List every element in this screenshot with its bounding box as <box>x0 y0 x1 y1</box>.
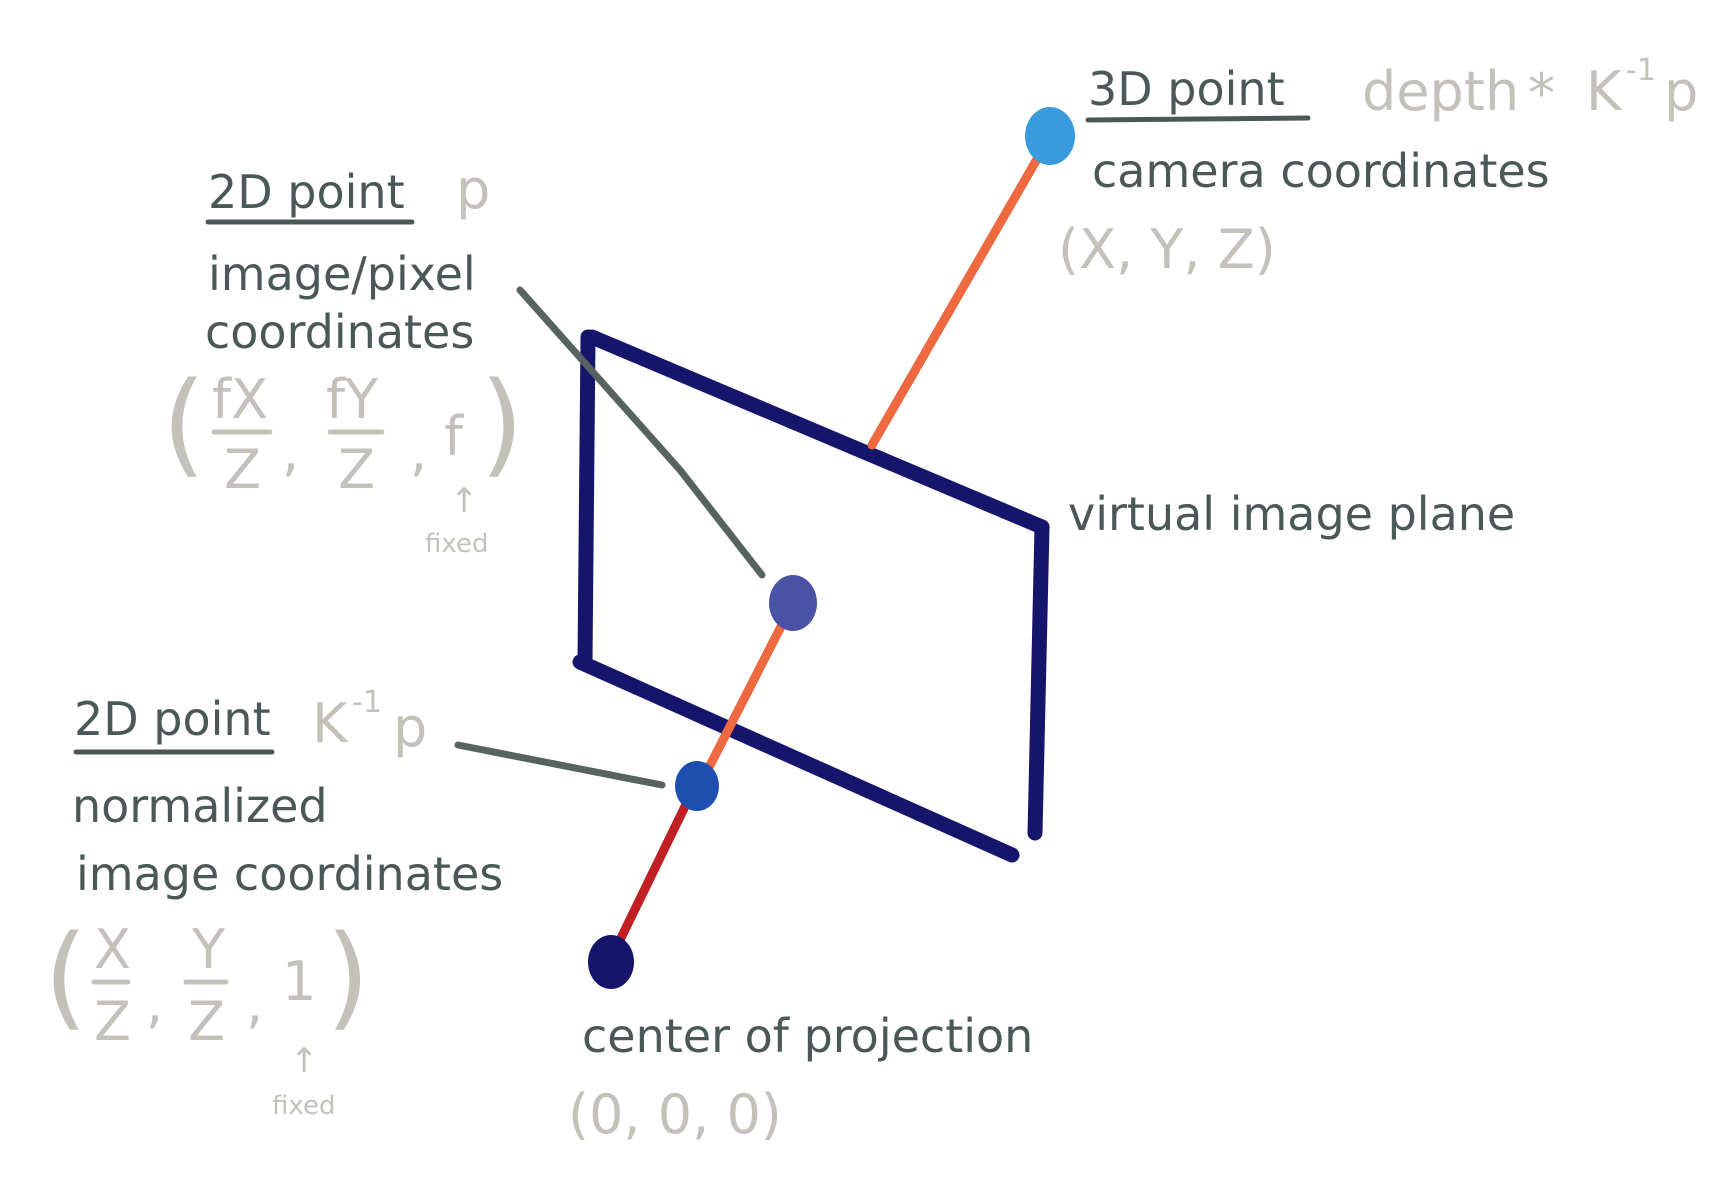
normalized-point-line1: normalized <box>72 779 328 833</box>
normalized-coords-third: 1 <box>282 950 316 1013</box>
projection-ray <box>615 135 1053 945</box>
pixel-fixed-arrow-icon: ↑ <box>450 481 479 521</box>
center-of-projection-marker <box>588 935 634 989</box>
point-3d-formula-sup: -1 <box>1626 53 1656 88</box>
pixel-point-title: 2D point <box>208 165 405 219</box>
pixel-coords-frac2-den: Z <box>338 438 375 501</box>
pixel-coords-paren-open: ( <box>162 359 206 489</box>
point-2d-normalized-label-group: 2D point K -1 p normalized image coordin… <box>44 685 503 1121</box>
normalized-point-title: 2D point <box>74 692 271 746</box>
point-3d-formula-depth: depth <box>1362 60 1519 123</box>
pixel-coords-frac1-den: Z <box>224 438 261 501</box>
normalized-coords-comma2: , <box>246 972 263 1035</box>
center-label-group: center of projection (0, 0, 0) <box>568 1009 1033 1146</box>
virtual-image-plane <box>572 329 1050 863</box>
point-3d-subtitle: camera coordinates <box>1092 144 1550 198</box>
plane-bottom-edge <box>572 654 1020 863</box>
normalized-coords-frac1-den: Z <box>94 990 131 1053</box>
point-3d-label-group: 3D point depth * K -1 p camera coordinat… <box>1058 53 1698 281</box>
pixel-point-line1: image/pixel <box>208 247 476 301</box>
normalized-formula-p: p <box>393 696 427 759</box>
normalized-coords-comma1: , <box>146 972 163 1035</box>
pixel-point-symbol: p <box>456 158 490 221</box>
normalized-fixed-note: fixed <box>272 1091 335 1121</box>
point-3d-coords: (X, Y, Z) <box>1058 218 1276 281</box>
point-3d-title-underline <box>1085 115 1311 123</box>
plane-top-edge <box>584 329 1050 535</box>
center-of-projection-coords: (0, 0, 0) <box>568 1083 782 1146</box>
pixel-coords-third: f <box>444 405 465 468</box>
normalized-coords-paren-open: ( <box>44 912 88 1042</box>
point-2d-pixel-marker <box>769 575 817 631</box>
normalized-coords-frac2-den: Z <box>188 990 225 1053</box>
point-3d-formula-k: K <box>1586 60 1623 123</box>
leader-lines <box>454 286 766 789</box>
pixel-coords-comma1: , <box>282 420 299 483</box>
pixel-coords-frac1-num: fX <box>212 368 268 431</box>
normalized-coords-frac1-num: X <box>94 918 131 981</box>
normalized-formula-sup: -1 <box>352 685 382 720</box>
ray-segment-3d-to-plane <box>867 135 1053 450</box>
pixel-coords-paren-close: ) <box>480 359 524 489</box>
normalized-coords-paren-close: ) <box>326 912 370 1042</box>
leader-line-pixel-point <box>516 286 766 579</box>
center-of-projection-label: center of projection <box>582 1009 1033 1063</box>
point-3d-formula-op: * <box>1528 62 1555 125</box>
point-3d-title: 3D point <box>1088 62 1285 116</box>
normalized-fixed-arrow-icon: ↑ <box>290 1041 319 1081</box>
normalized-formula-k: K <box>312 692 349 755</box>
ray-segment-normalized-to-center <box>615 785 698 945</box>
leader-line-normalized-point <box>454 741 666 789</box>
pixel-coords-frac2-num: fY <box>326 368 379 431</box>
point-2d-pixel-label-group: 2D point p image/pixel coordinates ( fX … <box>162 158 524 559</box>
ray-segment-plane-to-normalized <box>695 598 798 790</box>
pixel-point-line2: coordinates <box>205 305 474 359</box>
plane-right-edge <box>1027 519 1050 841</box>
plane-left-edge <box>577 329 596 668</box>
pixel-fixed-note: fixed <box>425 529 488 559</box>
virtual-image-plane-label: virtual image plane <box>1068 487 1515 541</box>
point-3d-marker <box>1025 107 1075 165</box>
normalized-point-line2: image coordinates <box>76 847 503 901</box>
point-3d-formula-p: p <box>1664 60 1698 123</box>
pixel-coords-comma2: , <box>410 420 427 483</box>
normalized-coords-frac2-num: Y <box>191 918 226 981</box>
point-2d-normalized-marker <box>675 761 719 811</box>
